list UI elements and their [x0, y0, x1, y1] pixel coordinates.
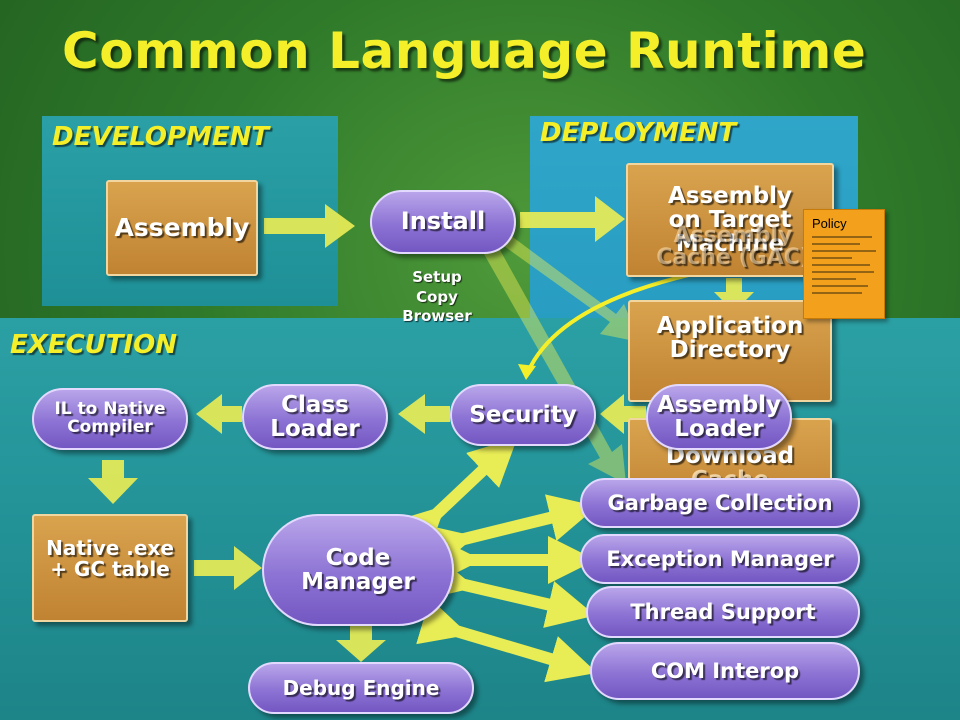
assembly-on-target-line2: on Target: [668, 206, 792, 233]
ghost-cache-text: Assembly Cache (GAC): [648, 225, 818, 269]
application-directory-line2: Directory: [669, 337, 791, 364]
section-label-deployment: DEPLOYMENT: [540, 118, 737, 148]
arrow-assembly-install: [264, 204, 355, 248]
native-exe-box[interactable]: Native .exe + GC table: [32, 514, 188, 622]
policy-label: Policy: [812, 216, 847, 231]
garbage-collection-pill[interactable]: Garbage Collection: [580, 478, 860, 528]
security-label: Security: [469, 401, 577, 428]
class-loader-line1: Class: [281, 391, 349, 418]
install-options: Setup Copy Browser: [382, 268, 492, 327]
code-manager-pill[interactable]: Code Manager: [262, 514, 454, 626]
application-directory-box[interactable]: Application Directory: [628, 300, 832, 402]
arrow-install-appdir: [490, 226, 640, 342]
class-loader-pill[interactable]: Class Loader: [242, 384, 388, 450]
thread-support-label: Thread Support: [630, 599, 816, 624]
install-label: Install: [400, 207, 486, 236]
install-option-browser: Browser: [402, 307, 472, 325]
policy-curve-head-bottom: [518, 364, 536, 380]
debug-engine-label: Debug Engine: [282, 675, 440, 700]
assembly-loader-line1: Assembly: [656, 391, 782, 418]
install-option-copy: Copy: [416, 287, 458, 306]
policy-text-lines: [812, 236, 878, 299]
ghost-cache-line1: Assembly: [673, 223, 793, 248]
native-exe-line2: + GC table: [50, 557, 170, 581]
com-interop-label: COM Interop: [650, 658, 800, 683]
arrow-install-target: [520, 196, 625, 242]
section-label-execution: EXECUTION: [10, 330, 178, 360]
class-loader-line2: Loader: [270, 416, 360, 442]
arrow-codemanager-com: [416, 598, 598, 683]
code-manager-line1: Code: [325, 544, 391, 571]
native-exe-line1: Native .exe: [46, 536, 174, 560]
il-to-native-line1: IL to Native: [54, 399, 166, 420]
thread-support-pill[interactable]: Thread Support: [586, 586, 860, 638]
assembly-on-target-box[interactable]: Assembly Cache (GAC) Assembly on Target …: [626, 163, 834, 277]
arrow-codemanager-thread: [423, 553, 596, 628]
install-pill[interactable]: Install: [370, 190, 516, 254]
section-label-development: DEVELOPMENT: [52, 122, 270, 152]
assembly-loader-pill[interactable]: Assembly Loader: [646, 384, 792, 450]
ghost-cache-line2: Cache (GAC): [656, 245, 810, 270]
arrow-loader-security: [600, 394, 646, 434]
install-option-setup: Setup: [412, 268, 462, 286]
com-interop-pill[interactable]: COM Interop: [590, 642, 860, 700]
arrow-native-codemanager: [194, 546, 262, 590]
il-to-native-compiler-pill[interactable]: IL to Native Compiler: [32, 388, 188, 450]
arrow-codemanager-debug: [336, 626, 386, 662]
assembly-on-target-line3: Machine: [675, 231, 785, 258]
arrow-codemanager-security: [394, 437, 518, 556]
exception-manager-pill[interactable]: Exception Manager: [580, 534, 860, 584]
il-to-native-line2: Compiler: [67, 417, 153, 437]
assembly-box-label: Assembly: [114, 212, 250, 242]
security-pill[interactable]: Security: [450, 384, 596, 446]
debug-engine-pill[interactable]: Debug Engine: [248, 662, 474, 714]
policy-document[interactable]: Policy: [803, 209, 885, 319]
assembly-box[interactable]: Assembly: [106, 180, 258, 276]
assembly-loader-line2: Loader: [674, 416, 764, 442]
assembly-on-target-line1: Assembly: [667, 182, 793, 209]
arrow-il-native: [88, 460, 138, 504]
page-title: Common Language Runtime: [62, 22, 867, 80]
arrow-classloader-il: [196, 394, 242, 434]
application-directory-line1: Application: [656, 313, 804, 339]
exception-manager-label: Exception Manager: [606, 546, 834, 571]
arrow-codemanager-gc: [422, 494, 598, 572]
arrow-security-classloader: [398, 394, 450, 434]
garbage-collection-label: Garbage Collection: [607, 490, 833, 515]
arrow-target-appdir: [714, 278, 754, 312]
code-manager-line2: Manager: [301, 569, 415, 595]
